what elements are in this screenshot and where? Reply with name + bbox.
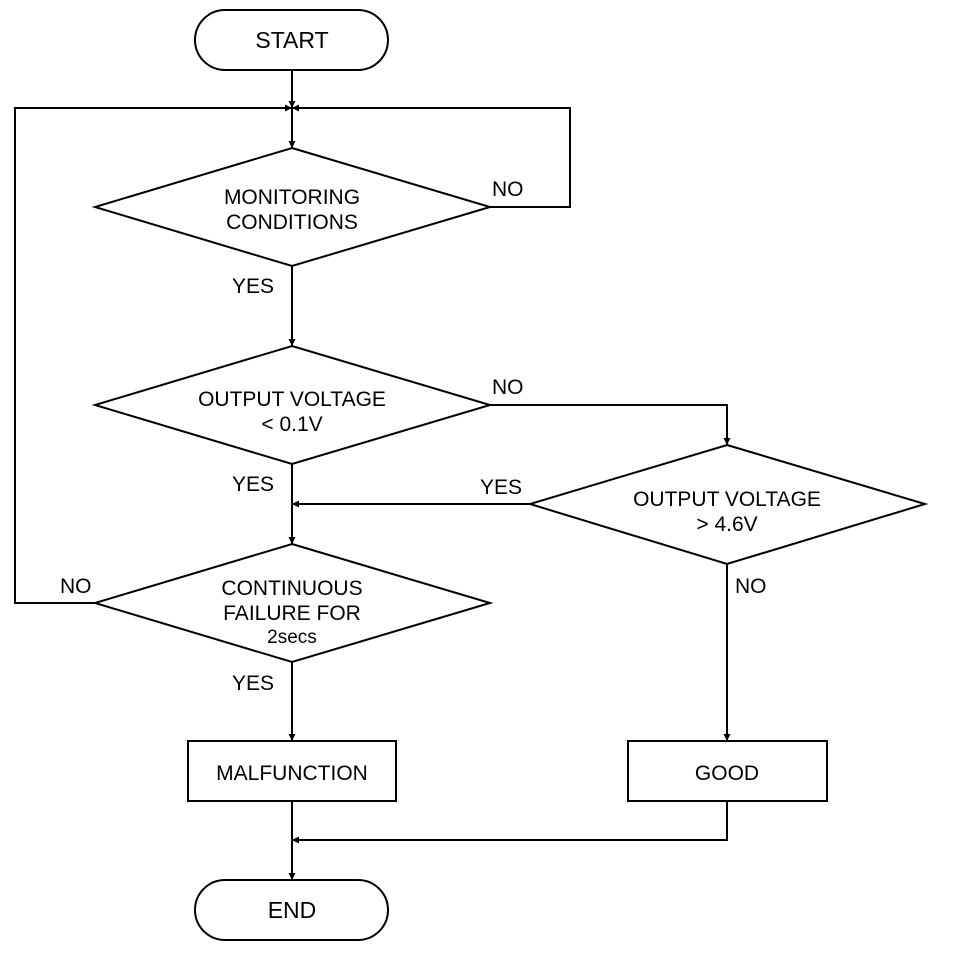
start-label: START bbox=[255, 27, 328, 53]
label-monitoring-no: NO bbox=[492, 178, 524, 201]
output-low-label-line1: OUTPUT VOLTAGE bbox=[198, 388, 386, 411]
continuous-label-line2: FAILURE FOR bbox=[223, 602, 361, 625]
label-output-low-yes: YES bbox=[232, 473, 274, 496]
decision-output-voltage-high: OUTPUT VOLTAGE > 4.6V bbox=[526, 443, 929, 566]
output-low-label-line2: < 0.1V bbox=[261, 413, 322, 436]
process-malfunction: MALFUNCTION bbox=[187, 740, 397, 802]
edge-good-end bbox=[292, 801, 728, 844]
label-output-low-no: NO bbox=[492, 376, 524, 399]
node-end: END bbox=[194, 879, 389, 941]
process-good: GOOD bbox=[627, 740, 828, 802]
edge-continuous-no bbox=[14, 104, 292, 604]
continuous-label-line1: CONTINUOUS bbox=[221, 577, 362, 600]
output-high-label-line2: > 4.6V bbox=[696, 513, 757, 536]
good-label: GOOD bbox=[695, 762, 759, 785]
decision-continuous-failure: CONTINUOUS FAILURE FOR 2secs bbox=[91, 542, 494, 664]
edge-monitoring-no bbox=[292, 104, 571, 208]
decision-monitoring-conditions: MONITORING CONDITIONS bbox=[91, 146, 494, 268]
node-start: START bbox=[194, 9, 389, 71]
label-continuous-no: NO bbox=[60, 575, 92, 598]
continuous-label-line3: 2secs bbox=[267, 627, 317, 648]
decision-output-voltage-low: OUTPUT VOLTAGE < 0.1V bbox=[91, 344, 494, 466]
connectors bbox=[14, 70, 731, 880]
edge-output-low-no bbox=[490, 404, 731, 445]
edge-labels: NO YES NO YES YES NO NO YES bbox=[60, 178, 767, 695]
label-output-high-no: NO bbox=[735, 575, 767, 598]
label-continuous-yes: YES bbox=[232, 672, 274, 695]
label-monitoring-yes: YES bbox=[232, 275, 274, 298]
end-label: END bbox=[268, 897, 317, 923]
monitoring-label-line2: CONDITIONS bbox=[226, 211, 358, 234]
malfunction-label: MALFUNCTION bbox=[216, 762, 368, 785]
label-output-high-yes: YES bbox=[480, 476, 522, 499]
output-high-label-line1: OUTPUT VOLTAGE bbox=[633, 488, 821, 511]
monitoring-label-line1: MONITORING bbox=[224, 186, 360, 209]
